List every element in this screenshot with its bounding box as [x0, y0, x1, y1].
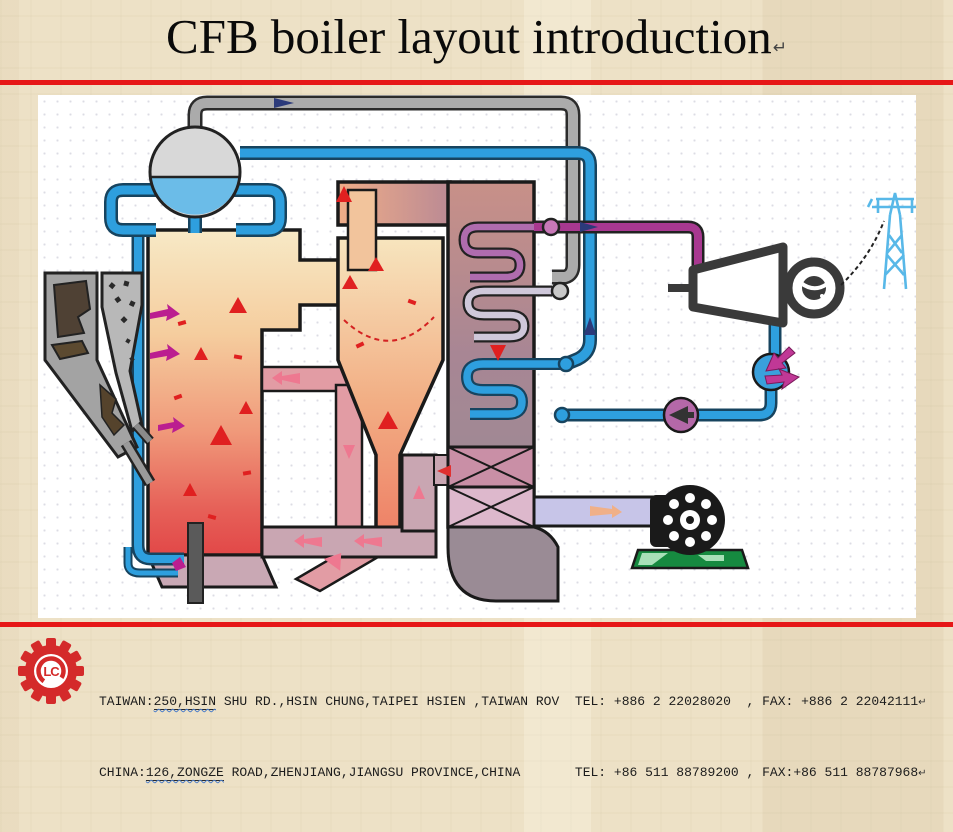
air-fan — [630, 485, 750, 570]
main-steam-pipe-gray — [187, 95, 581, 285]
water-wall-pipes — [123, 227, 184, 578]
address-prefix: CHINA: — [99, 765, 146, 780]
cfb-diagram — [43, 95, 916, 604]
slide-title: CFB boiler layout introduction↵ — [0, 8, 953, 65]
flue-gas-exit-bend — [446, 525, 560, 603]
contact-numbers: TEL: +886 2 22028020 , FAX: +886 2 22042… — [574, 694, 919, 709]
primary-air-duct — [260, 453, 451, 559]
feedwater-pipe-to-drum — [240, 146, 597, 371]
footer: LC TAIWAN:250,HSIN SHU RD.,HSIN CHUNG,TA… — [16, 636, 946, 832]
steam-turbine — [668, 242, 788, 328]
gear-icon: LC — [18, 638, 84, 704]
air-flow-arrow — [590, 505, 622, 518]
paragraph-mark: ↵ — [918, 769, 927, 780]
steam-connector-ball — [541, 217, 561, 237]
fuel-feed-chutes — [120, 421, 156, 487]
cooling-water-in-arrow — [765, 346, 796, 372]
limestone-particles — [108, 280, 136, 362]
address-underlined: 126,ZONGZE — [145, 765, 224, 780]
contact-line-china: CHINA:126,ZONGZE ROAD,ZHENJIANG,JIANGSU … — [99, 761, 927, 786]
fuel-injection-arrows — [150, 304, 186, 571]
cyclone-separator — [336, 188, 445, 537]
company-logo: LC — [18, 638, 84, 704]
feedwater-pump — [662, 396, 700, 434]
superheater-coil-1 — [462, 281, 570, 343]
feedwater-line — [553, 323, 782, 424]
generator — [783, 257, 845, 319]
steam-flow-arrow — [580, 222, 598, 232]
secondary-air-duct — [532, 495, 654, 528]
transmission-tower — [866, 192, 916, 290]
vortex-finder — [346, 188, 378, 272]
solids-return-arrows — [272, 371, 355, 571]
logo-letters: LC — [43, 664, 60, 679]
downcomers — [104, 183, 287, 237]
condenser — [751, 346, 801, 392]
paragraph-mark: ↵ — [918, 698, 927, 709]
steam-flow-arrow — [274, 98, 294, 108]
pump-flow-arrow — [669, 406, 694, 424]
air-preheater — [446, 445, 536, 529]
furnace-flame-arrows — [173, 297, 253, 520]
primary-air-arrows — [294, 485, 425, 548]
paragraph-mark: ↵ — [772, 38, 787, 57]
address-rest: SHU RD.,HSIN CHUNG,TAIPEI HSIEN ,TAIWAN … — [216, 694, 575, 709]
coal-hopper — [43, 271, 139, 459]
feedwater-flow-arrow — [584, 317, 596, 335]
furnace — [146, 228, 340, 557]
hot-air-arrow — [437, 465, 451, 477]
power-line — [840, 220, 885, 286]
diagram-panel — [38, 95, 916, 618]
steam-connector-ball — [550, 281, 570, 301]
title-divider-rule — [0, 80, 953, 85]
contact-line-taiwan: TAIWAN:250,HSIN SHU RD.,HSIN CHUNG,TAIPE… — [99, 690, 927, 715]
cyclone-gas-arrows — [336, 186, 417, 429]
contact-numbers: TEL: +86 511 88789200 , FAX:+86 511 8878… — [574, 765, 919, 780]
contact-info: TAIWAN:250,HSIN SHU RD.,HSIN CHUNG,TAIPE… — [99, 636, 927, 832]
slide-title-text: CFB boiler layout introduction — [166, 9, 772, 64]
address-rest: ROAD,ZHENJIANG,JIANGSU PROVINCE,CHINA — [223, 765, 575, 780]
address-underlined: 250,HSIN — [153, 694, 217, 709]
footer-divider-rule — [0, 622, 953, 627]
steam-drum — [148, 125, 242, 219]
address-prefix: TAIWAN: — [99, 694, 154, 709]
gas-swirl-path — [343, 316, 435, 342]
main-steam-line — [534, 217, 705, 271]
cooling-water-out-arrow — [764, 368, 801, 391]
superheater-coil-2 — [458, 221, 534, 283]
economizer-coil — [461, 355, 575, 420]
bottom-ash-pipe — [187, 522, 204, 604]
backpass-gas-arrow — [490, 345, 506, 361]
